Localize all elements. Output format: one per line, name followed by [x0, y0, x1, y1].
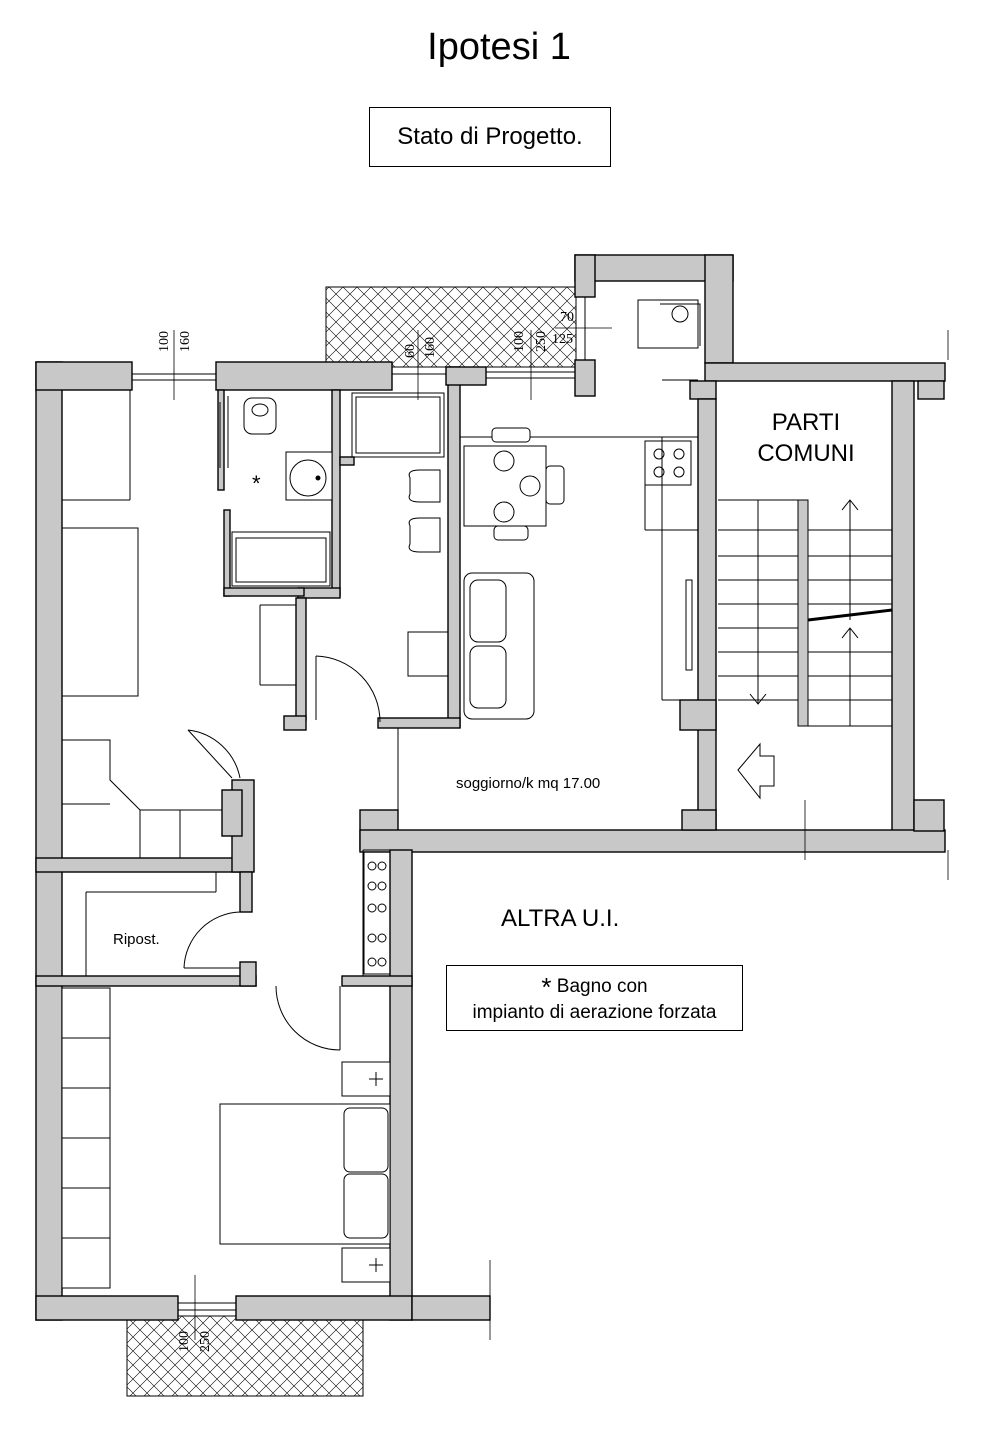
stairs — [718, 499, 893, 800]
bathroom-1-fixtures — [219, 396, 333, 587]
dim-bottom-window-2: 250 — [198, 1331, 213, 1352]
bathroom-ventilation-marker: * — [252, 471, 261, 496]
storage-label: Ripost. — [113, 931, 160, 948]
other-unit-label: ALTRA U.I. — [501, 905, 619, 932]
windows — [132, 297, 586, 1311]
subtitle-text: Stato di Progetto. — [397, 123, 583, 150]
balcony-top — [325, 286, 577, 368]
walls — [35, 254, 946, 1321]
drawing-title: Ipotesi 1 — [427, 26, 571, 68]
bathroom-2-fixtures — [351, 392, 449, 677]
subtitle-box: Stato di Progetto. — [369, 107, 611, 167]
living-room-label: soggiorno/k mq 17.00 — [456, 775, 600, 792]
dining-table — [463, 427, 565, 541]
dim-living-window-2: 250 — [534, 331, 549, 352]
dim-bath-window-1: 60 — [403, 344, 418, 358]
balcony-bottom — [126, 1315, 364, 1397]
note-star: * — [541, 972, 552, 1002]
doors — [183, 655, 381, 1051]
dim-bottom-window-1: 100 — [177, 1331, 192, 1352]
dimension-lines — [173, 327, 949, 1340]
dim-kitchen-window-2: 125 — [552, 332, 573, 347]
kitchen-appliances — [637, 299, 701, 671]
sofa — [463, 572, 535, 720]
dim-left-window-1: 100 — [157, 331, 172, 352]
dim-kitchen-window-1: 70 — [560, 310, 574, 325]
interior-lines — [61, 379, 698, 976]
note-line1-text: Bagno con — [556, 976, 648, 997]
bedroom-2-furniture — [61, 987, 391, 1289]
common-areas-label-line2: COMUNI — [757, 440, 854, 467]
wine-rack — [363, 851, 391, 975]
ventilation-note: * Bagno con impianto di aerazione forzat… — [446, 965, 743, 1031]
dim-left-window-2: 160 — [178, 331, 193, 352]
common-areas-label-line1: PARTI — [772, 409, 840, 436]
note-line1: * Bagno con — [447, 974, 742, 1000]
dim-bath-window-2: 160 — [423, 337, 438, 358]
note-line2: impianto di aerazione forzata — [472, 1002, 717, 1023]
dim-living-window-1: 100 — [512, 331, 527, 352]
